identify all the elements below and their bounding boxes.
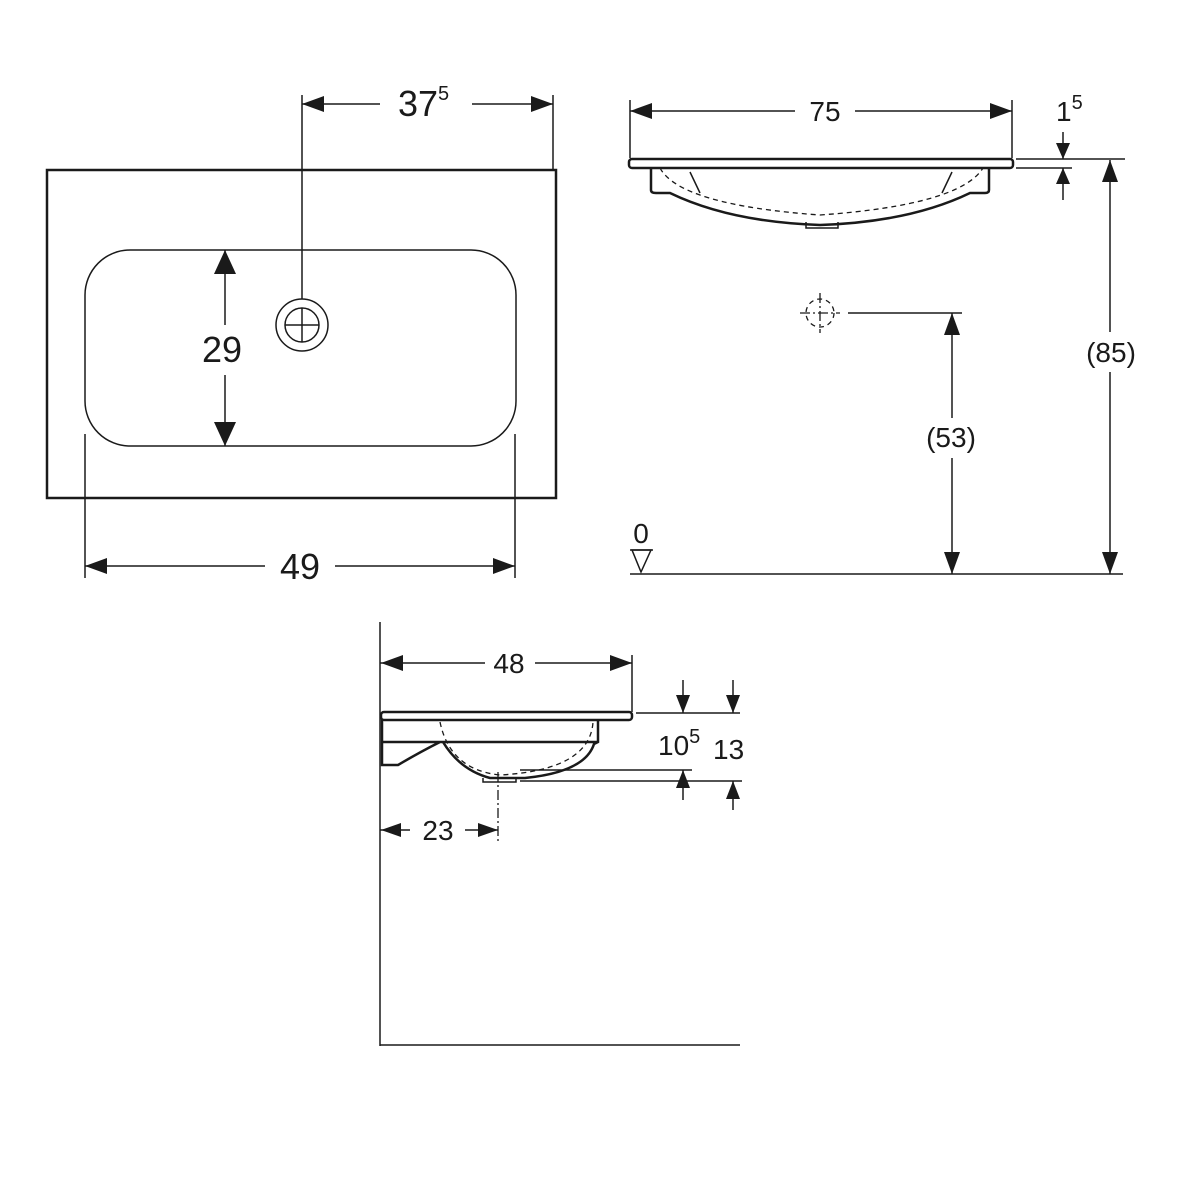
dimension-label: 75	[809, 96, 840, 127]
dimension-label: 37	[398, 83, 438, 124]
dimension-label: 23	[422, 815, 453, 846]
side-view: 48 105 13 23	[379, 622, 744, 1046]
dimension-superscript: 5	[1072, 92, 1083, 114]
dimension-drain-offset: 375	[301, 83, 554, 299]
dimension-label: 48	[493, 648, 524, 679]
dimension-label: 10	[658, 730, 689, 761]
dimension-drain-height: (53)	[926, 313, 976, 574]
dimension-depth: 48	[380, 648, 633, 712]
dimension-label: (53)	[926, 422, 976, 453]
dimension-rim-height: (85)	[1086, 160, 1136, 574]
drain-position-marker	[800, 293, 962, 333]
floor-level-marker: 0	[630, 518, 653, 574]
front-view: 75 15 (53)	[627, 92, 1136, 575]
svg-text:15: 15	[1056, 92, 1083, 127]
top-view: 375 29 49	[45, 83, 558, 587]
dimension-basin-depth: 29	[202, 250, 242, 446]
dimension-label: 49	[280, 546, 320, 587]
basin-bowl-outline	[84, 249, 517, 447]
dimension-rim-thickness: 15	[1016, 92, 1125, 200]
dimension-label: 29	[202, 329, 242, 370]
rim-outline	[627, 157, 1015, 170]
bowl-outline	[380, 720, 600, 780]
dimension-bowl-depth: 105 13	[520, 680, 744, 810]
dimension-drain-from-wall: 23	[380, 772, 499, 846]
dimension-superscript: 5	[689, 726, 700, 748]
dimension-superscript: 5	[438, 83, 449, 105]
floor-level-label: 0	[633, 518, 649, 549]
dimension-label: 13	[713, 734, 744, 765]
svg-text:105: 105	[658, 726, 700, 761]
dimension-label: (85)	[1086, 337, 1136, 368]
dimension-basin-width: 49	[84, 434, 516, 587]
drain-icon	[275, 298, 329, 352]
dimension-total-width: 75	[629, 96, 1013, 158]
bowl-outline	[649, 169, 991, 227]
svg-text:375: 375	[398, 83, 449, 124]
dimension-label: 1	[1056, 96, 1072, 127]
rim-outline	[379, 710, 634, 722]
